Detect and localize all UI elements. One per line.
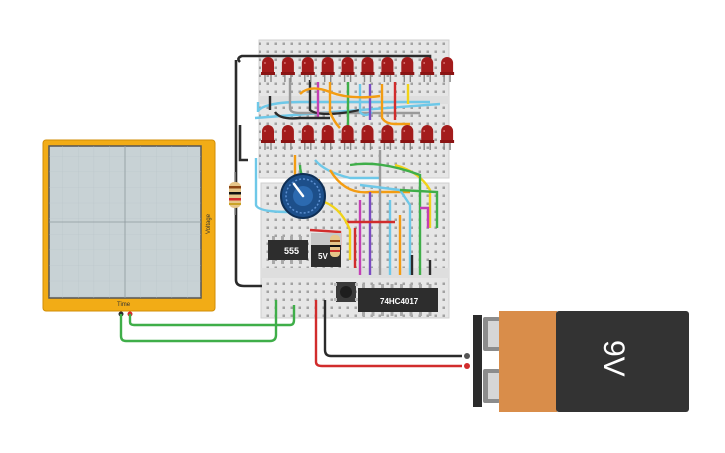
bottom-led-1 bbox=[261, 125, 275, 150]
counter-pin bbox=[371, 312, 375, 316]
counter-pin bbox=[381, 312, 384, 316]
counter-pin bbox=[409, 284, 413, 288]
top-led-10 bbox=[440, 57, 455, 82]
resistor-small bbox=[330, 235, 340, 257]
resistor-left bbox=[229, 172, 241, 215]
top-led-5 bbox=[340, 57, 355, 82]
top-led-3 bbox=[300, 57, 315, 82]
bottom-led-7 bbox=[380, 125, 395, 150]
bottom-led-5 bbox=[340, 125, 355, 150]
counter-pin bbox=[362, 284, 365, 288]
battery-9v: 9V bbox=[464, 311, 689, 412]
counter-pin bbox=[428, 284, 432, 288]
counter-pin bbox=[419, 284, 422, 288]
counter-pin bbox=[419, 312, 422, 316]
rail-wire-black bbox=[234, 54, 432, 288]
counter-pin bbox=[390, 312, 394, 316]
counter-pin bbox=[400, 312, 403, 316]
potentiometer[interactable] bbox=[280, 173, 326, 219]
top-led-4 bbox=[320, 57, 335, 82]
bottom-led-8 bbox=[400, 125, 415, 150]
external-wires bbox=[119, 300, 462, 368]
counter-pin bbox=[400, 284, 403, 288]
regulator-label: 5V bbox=[318, 252, 328, 261]
counter-pin bbox=[371, 284, 375, 288]
counter-pin bbox=[381, 284, 384, 288]
bottom-led-3 bbox=[300, 125, 315, 150]
bottom-led-10 bbox=[440, 125, 455, 150]
battery-label: 9V bbox=[597, 340, 630, 377]
oscilloscope: Time Voltage bbox=[42, 139, 216, 317]
push-button[interactable] bbox=[334, 282, 358, 302]
bottom-led-6 bbox=[360, 125, 375, 150]
top-led-2 bbox=[280, 57, 295, 82]
led-row-top bbox=[261, 57, 455, 82]
top-led-1 bbox=[261, 57, 275, 82]
jumper-wires-bottom bbox=[254, 150, 439, 275]
counter-74hc4017-chip: 74HC4017 bbox=[358, 284, 438, 316]
timer-555-chip: 555 bbox=[268, 236, 308, 264]
jumper-wires-top bbox=[254, 78, 441, 130]
counter-pin bbox=[428, 312, 432, 316]
counter-chip-label: 74HC4017 bbox=[380, 297, 419, 306]
top-led-6 bbox=[360, 57, 375, 82]
bottom-led-2 bbox=[280, 125, 295, 150]
top-led-9 bbox=[420, 57, 435, 82]
led-row-bottom bbox=[261, 125, 455, 150]
counter-pin bbox=[409, 312, 413, 316]
top-led-8 bbox=[400, 57, 415, 82]
bottom-led-9 bbox=[420, 125, 435, 150]
counter-pin bbox=[390, 284, 394, 288]
top-led-7 bbox=[380, 57, 395, 82]
bottom-led-4 bbox=[320, 125, 335, 150]
timer-chip-label: 555 bbox=[284, 246, 299, 256]
scope-time-label: Time bbox=[117, 302, 131, 308]
counter-pin bbox=[362, 312, 365, 316]
scope-voltage-label: Voltage bbox=[206, 213, 212, 234]
